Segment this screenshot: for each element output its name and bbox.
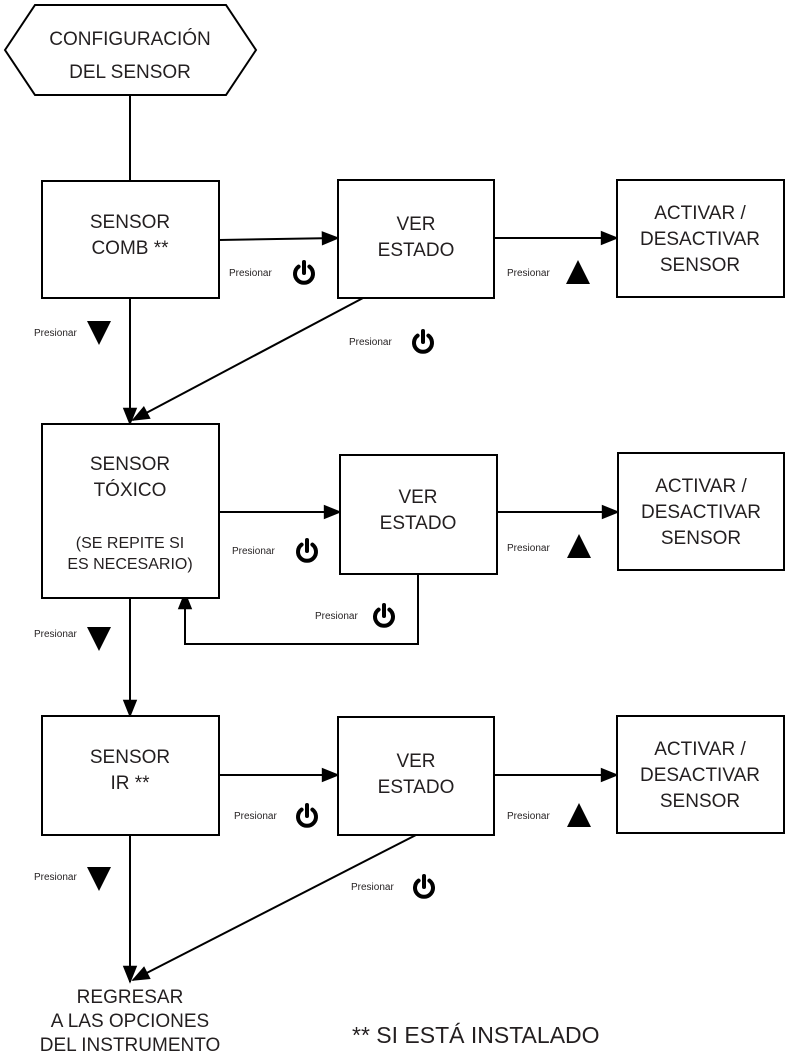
press-label: Presionar (351, 882, 394, 893)
sensor-ir-line1: SENSOR (90, 747, 170, 768)
row-comb: SENSOR COMB ** VER ESTADO ACTIVAR / DESA… (41, 179, 785, 299)
power-icon (413, 874, 435, 899)
box-sensor-toxico (41, 423, 220, 599)
power-icon (293, 260, 315, 285)
press-label: Presionar (34, 629, 77, 640)
press-label: Presionar (34, 328, 77, 339)
press-label: Presionar (232, 546, 275, 557)
box-activar-2 (617, 452, 785, 571)
press-label: Presionar (507, 543, 550, 554)
end-line2: A LAS OPCIONES (51, 1011, 209, 1032)
box-ver-estado-2 (339, 454, 498, 575)
sensor-toxico-line1: SENSOR (90, 454, 170, 475)
row-toxico: SENSOR TÓXICO (SE REPITE SI ES NECESARIO… (41, 423, 785, 599)
start-line2: DEL SENSOR (69, 62, 191, 83)
up-triangle-icon (567, 534, 591, 558)
down-triangle-icon (87, 867, 111, 891)
box-sensor-comb (41, 180, 220, 299)
down-triangle-icon (87, 321, 111, 345)
press-label: Presionar (349, 337, 392, 348)
arrow-ver1-back-to-toxico (131, 297, 364, 421)
activar-2-line3: SENSOR (661, 528, 741, 549)
box-ver-estado-1 (337, 179, 495, 299)
sensor-ir-line2: IR ** (110, 773, 150, 794)
box-sensor-ir (41, 715, 220, 836)
box-activar-3 (616, 715, 785, 834)
sensor-toxico-line3: (SE REPITE SI (76, 535, 184, 552)
start-node: CONFIGURACIÓN DEL SENSOR (3, 4, 258, 96)
activar-1-line3: SENSOR (660, 255, 740, 276)
press-label: Presionar (234, 811, 277, 822)
end-line1: REGRESAR (77, 987, 184, 1008)
sensor-toxico-line4: ES NECESARIO) (67, 556, 192, 573)
ver-estado-1-line2: ESTADO (378, 240, 455, 261)
power-icon (373, 603, 395, 628)
activar-2-line1: ACTIVAR / (655, 476, 747, 497)
up-triangle-icon (567, 803, 591, 827)
down-triangle-icon (87, 627, 111, 651)
power-icon (412, 329, 434, 354)
power-icon (296, 803, 318, 828)
end-line3: DEL INSTRUMENTO (40, 1035, 221, 1054)
press-labels: Presionar Presionar Presionar Presionar … (34, 260, 591, 899)
arrow-ver3-to-return (131, 834, 417, 981)
press-label: Presionar (507, 811, 550, 822)
activar-3-line1: ACTIVAR / (654, 739, 746, 760)
ver-estado-1-line1: VER (396, 214, 435, 235)
sensor-comb-line2: COMB ** (91, 238, 169, 259)
footnote: ** SI ESTÁ INSTALADO (352, 1022, 600, 1048)
arrow-comb-to-ver (218, 231, 340, 246)
end-node: REGRESAR A LAS OPCIONES DEL INSTRUMENTO (40, 987, 221, 1054)
arrow-ver2-loop-back (177, 574, 419, 645)
sensor-toxico-line2: TÓXICO (94, 479, 167, 501)
row-ir: SENSOR IR ** VER ESTADO ACTIVAR / DESACT… (41, 715, 785, 836)
sensor-comb-line1: SENSOR (90, 212, 170, 233)
activar-1-line1: ACTIVAR / (654, 203, 746, 224)
press-label: Presionar (507, 268, 550, 279)
start-line1: CONFIGURACIÓN (49, 28, 211, 50)
press-label: Presionar (34, 872, 77, 883)
up-triangle-icon (566, 260, 590, 284)
activar-3-line2: DESACTIVAR (640, 765, 760, 786)
press-label: Presionar (315, 611, 358, 622)
ver-estado-2-line1: VER (398, 487, 437, 508)
box-activar-1 (616, 179, 785, 298)
ver-estado-3-line1: VER (396, 751, 435, 772)
activar-2-line2: DESACTIVAR (641, 502, 761, 523)
power-icon (296, 538, 318, 563)
connectors (122, 95, 620, 984)
activar-1-line2: DESACTIVAR (640, 229, 760, 250)
activar-3-line3: SENSOR (660, 791, 740, 812)
box-ver-estado-3 (337, 716, 495, 836)
ver-estado-3-line2: ESTADO (378, 777, 455, 798)
ver-estado-2-line2: ESTADO (380, 513, 457, 534)
press-label: Presionar (229, 268, 272, 279)
